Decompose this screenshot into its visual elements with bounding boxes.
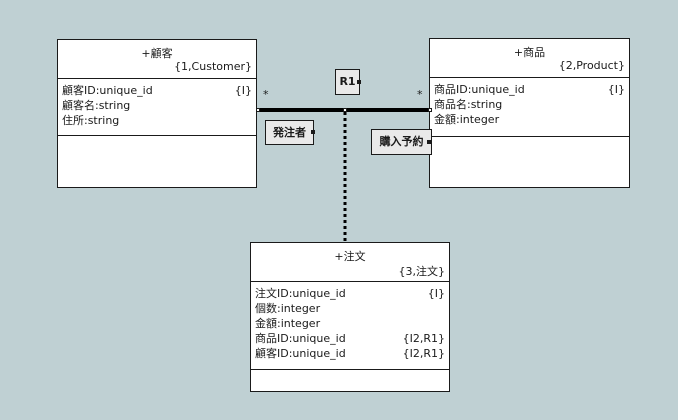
class-header: +注文 {3,注文} bbox=[251, 243, 449, 282]
attribute-row: 顧客ID:unique_id {I2,R1} bbox=[255, 346, 445, 361]
class-key: {2,Product} bbox=[558, 59, 625, 72]
attribute-row: 商品ID:unique_id {I} bbox=[434, 82, 625, 97]
attribute-text: 金額:integer bbox=[255, 317, 321, 330]
multiplicity-left: * bbox=[263, 88, 269, 101]
attribute-list: 顧客ID:unique_id {I} 顧客名:string 住所:string bbox=[58, 79, 256, 136]
attribute-tag: {I2,R1} bbox=[402, 347, 445, 360]
label-handle[interactable] bbox=[311, 130, 315, 134]
role-right-text: 購入予約 bbox=[379, 135, 424, 148]
class-product[interactable]: +商品 {2,Product} 商品ID:unique_id {I} 商品名:st… bbox=[429, 38, 630, 188]
attribute-text: 商品ID:unique_id bbox=[255, 332, 346, 345]
label-handle[interactable] bbox=[427, 140, 431, 144]
role-left-text: 発注者 bbox=[273, 126, 306, 139]
attribute-tag: {I} bbox=[427, 287, 445, 300]
role-label-left[interactable]: 発注者 bbox=[265, 120, 314, 145]
class-header: +顧客 {1,Customer} bbox=[58, 40, 256, 79]
attribute-row: 住所:string bbox=[62, 113, 252, 128]
association-name: R1 bbox=[339, 75, 356, 88]
attribute-text: 個数:integer bbox=[255, 302, 321, 315]
attribute-list: 商品ID:unique_id {I} 商品名:string 金額:integer bbox=[430, 78, 629, 137]
class-key: {3,注文} bbox=[398, 265, 446, 278]
attribute-text: 顧客ID:unique_id bbox=[62, 84, 153, 97]
attribute-row: 顧客名:string bbox=[62, 98, 252, 113]
class-order[interactable]: +注文 {3,注文} 注文ID:unique_id{I} 個数:integer … bbox=[250, 242, 450, 392]
attribute-tag: {I} bbox=[234, 84, 252, 97]
attribute-row: 金額:integer bbox=[434, 112, 625, 127]
attribute-tag: {I2,R1} bbox=[402, 332, 445, 345]
class-name: +商品 bbox=[513, 46, 546, 59]
attribute-text: 商品名:string bbox=[434, 98, 503, 111]
connector-end-handle-left[interactable] bbox=[256, 108, 260, 112]
attribute-text: 商品ID:unique_id bbox=[434, 83, 525, 96]
attribute-row: 個数:integer bbox=[255, 301, 445, 316]
class-name: +注文 bbox=[334, 250, 366, 263]
class-customer[interactable]: +顧客 {1,Customer} 顧客ID:unique_id {I} 顧客名:s… bbox=[57, 39, 257, 188]
attribute-text: 顧客ID:unique_id bbox=[255, 347, 346, 360]
connector-mid-handle[interactable] bbox=[343, 108, 347, 112]
label-handle[interactable] bbox=[357, 80, 361, 84]
attribute-row: 金額:integer bbox=[255, 316, 445, 331]
attribute-text: 住所:string bbox=[62, 114, 120, 127]
connector-end-handle-right[interactable] bbox=[428, 108, 432, 112]
role-label-right[interactable]: 購入予約 bbox=[371, 129, 432, 155]
class-header: +商品 {2,Product} bbox=[430, 39, 629, 78]
attribute-row: 商品名:string bbox=[434, 97, 625, 112]
attribute-tag: {I} bbox=[607, 83, 625, 96]
attribute-text: 顧客名:string bbox=[62, 99, 131, 112]
attribute-list: 注文ID:unique_id{I} 個数:integer 金額:integer … bbox=[251, 282, 449, 370]
attribute-row: 顧客ID:unique_id {I} bbox=[62, 83, 252, 98]
association-name-label[interactable]: R1 bbox=[335, 69, 360, 95]
class-name: +顧客 bbox=[141, 47, 173, 60]
attribute-row: 商品ID:unique_id {I2,R1} bbox=[255, 331, 445, 346]
attribute-text: 金額:integer bbox=[434, 113, 500, 126]
multiplicity-right: * bbox=[417, 88, 423, 101]
attribute-row: 注文ID:unique_id {I} bbox=[255, 286, 445, 301]
class-key: {1,Customer} bbox=[174, 60, 252, 73]
attribute-text: 注文ID:unique_id bbox=[255, 287, 346, 300]
